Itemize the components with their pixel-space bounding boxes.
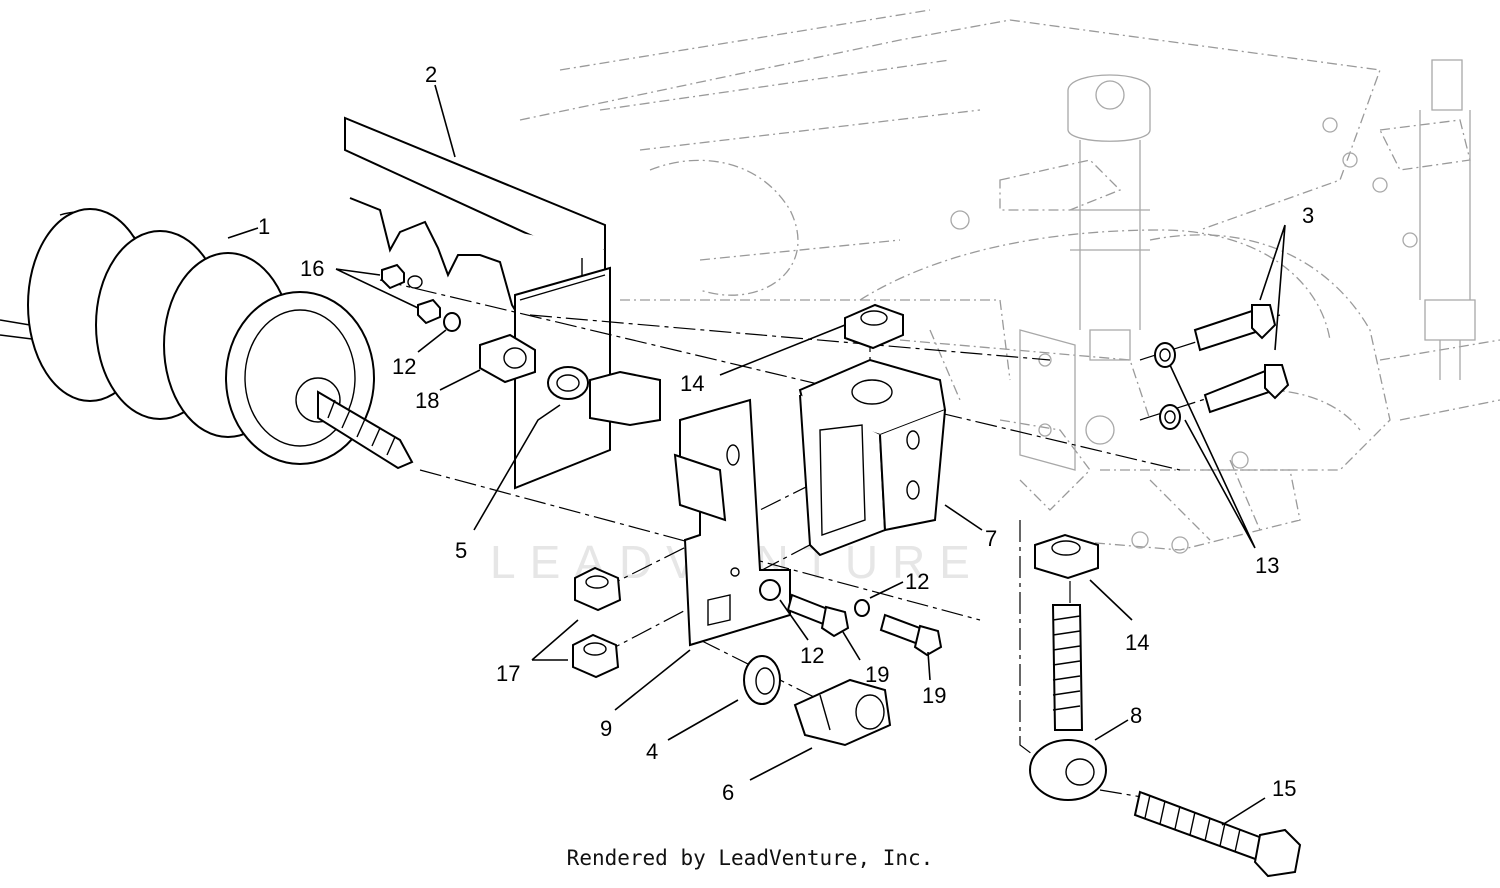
- part-13-washers: [1154, 342, 1181, 430]
- part-7-u-bracket: [798, 358, 947, 557]
- callout-7: 7: [985, 526, 997, 551]
- callout-12-right: 12: [905, 569, 929, 594]
- part-4-washer: [743, 655, 781, 705]
- part-18-nut: [479, 333, 536, 384]
- callout-9: 9: [600, 716, 612, 741]
- part-16-small-nuts: [381, 263, 441, 325]
- part-19-bolts: [786, 593, 943, 657]
- part-15-bolt: [1133, 790, 1302, 878]
- part-8-rod-end: [1029, 604, 1107, 801]
- callout-3: 3: [1302, 203, 1314, 228]
- callout-2: 2: [425, 62, 437, 87]
- callout-1: 1: [258, 214, 270, 239]
- callout-13: 13: [1255, 553, 1279, 578]
- callout-15: 15: [1272, 776, 1296, 801]
- part-1-roller: [0, 208, 414, 470]
- part-3-bolts: [1193, 304, 1290, 414]
- callout-19-right: 19: [922, 683, 946, 708]
- callout-19-left: 19: [865, 662, 889, 687]
- callout-17: 17: [496, 661, 520, 686]
- footer-credit: Rendered by LeadVenture, Inc.: [566, 846, 934, 870]
- callout-18: 18: [415, 388, 439, 413]
- part-17-lock-nuts: [572, 566, 622, 679]
- callout-14-top: 14: [680, 371, 704, 396]
- part-12-washers: [443, 312, 870, 617]
- callout-4: 4: [646, 739, 658, 764]
- part-14-nuts: [844, 303, 1099, 580]
- part-9-bracket: [673, 398, 791, 647]
- callout-6: 6: [722, 780, 734, 805]
- callout-16: 16: [300, 256, 324, 281]
- leader-lines: [227, 84, 1286, 826]
- callout-12-left: 12: [392, 354, 416, 379]
- callout-12-middle: 12: [800, 643, 824, 668]
- callout-14-bottom: 14: [1125, 630, 1149, 655]
- background-machine-ghost: [519, 9, 1500, 554]
- callout-8: 8: [1130, 703, 1142, 728]
- part-6-coupling-nut: [793, 678, 892, 747]
- part-5-plate: [547, 366, 661, 427]
- callout-5: 5: [455, 538, 467, 563]
